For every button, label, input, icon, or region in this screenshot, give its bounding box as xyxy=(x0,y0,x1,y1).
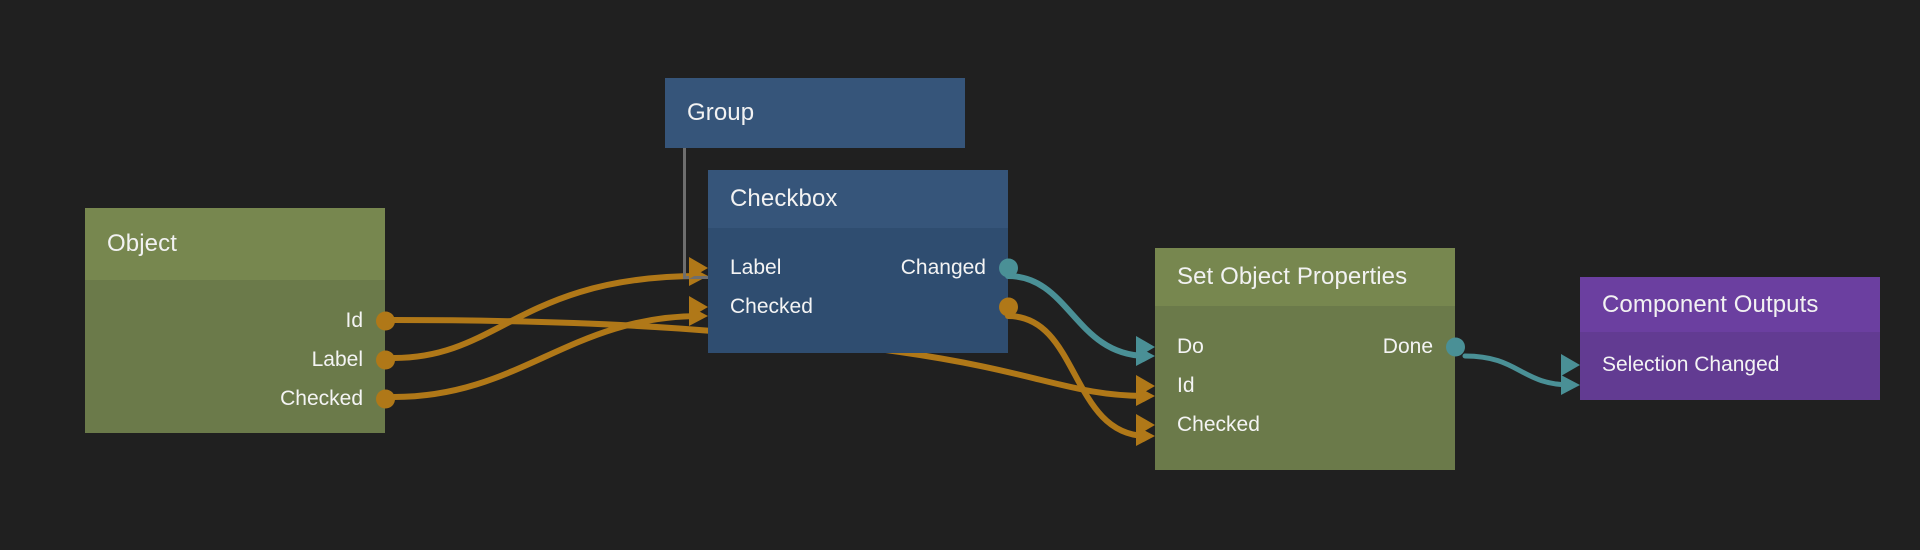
port-arrow-checkbox-checked[interactable] xyxy=(689,295,708,318)
wire-object-label-to-checkbox-label xyxy=(391,273,703,361)
port-sop-in-checked: Checked xyxy=(1177,412,1260,436)
port-sop-in-id-row[interactable]: Id xyxy=(1136,369,1455,402)
port-arrow-sop-checked[interactable] xyxy=(1136,413,1155,436)
port-arrow-selection-changed[interactable] xyxy=(1561,353,1580,376)
port-label: Checked xyxy=(280,386,363,410)
node-checkbox-header: Checkbox xyxy=(708,170,1008,228)
port-dot-checked[interactable] xyxy=(376,389,395,408)
port-component-outputs-selection-changed: Selection Changed xyxy=(1602,352,1780,376)
node-object-title: Object xyxy=(107,230,177,257)
node-set-object-properties-header: Set Object Properties xyxy=(1155,248,1455,306)
wire-checkbox-changed-to-sop-do xyxy=(1005,273,1150,359)
port-row-checkbox-label-changed: Label Changed xyxy=(689,251,1018,284)
wire-arrow-selection-changed xyxy=(1561,375,1580,395)
node-set-object-properties-body: Do Done Id Checked xyxy=(1136,306,1465,470)
node-checkbox-body: Label Changed Checked xyxy=(689,228,1018,353)
port-dot-label[interactable] xyxy=(376,350,395,369)
node-component-outputs-body: Selection Changed xyxy=(1561,332,1880,400)
port-sop-out-done[interactable]: Done xyxy=(1382,334,1433,358)
port-object-out-checked[interactable]: Checked xyxy=(85,382,395,415)
port-checkbox-out-changed[interactable]: Changed xyxy=(900,255,986,279)
port-row-sop-do-done: Do Done xyxy=(1136,330,1465,363)
node-object-body: Id Label Checked xyxy=(85,280,395,433)
port-arrow-sop-id[interactable] xyxy=(1136,374,1155,397)
port-checkbox-in-checked[interactable]: Checked xyxy=(730,294,813,318)
node-component-outputs-title: Component Outputs xyxy=(1602,290,1819,318)
node-checkbox[interactable]: Checkbox Label Changed Checked xyxy=(689,170,1018,353)
node-set-object-properties[interactable]: Set Object Properties Do Done Id Checked xyxy=(1136,248,1465,470)
node-object-header: Object xyxy=(85,208,385,280)
node-checkbox-title: Checkbox xyxy=(730,185,838,212)
node-object[interactable]: Object Id Label Checked xyxy=(85,208,395,433)
port-dot-checkbox-value[interactable] xyxy=(999,297,1018,316)
node-group[interactable]: Group xyxy=(665,78,965,148)
port-dot-sop-done[interactable] xyxy=(1446,337,1465,356)
port-component-outputs-in-row[interactable]: Selection Changed xyxy=(1561,348,1880,381)
port-dot-id[interactable] xyxy=(376,311,395,330)
port-checkbox-in-label[interactable]: Label xyxy=(730,255,782,279)
wire-sop-done-to-component-outputs xyxy=(1462,353,1575,388)
wire-checkbox-value-to-sop-checked xyxy=(1005,313,1150,439)
port-row-checkbox-checked-out: Checked xyxy=(689,290,1018,323)
port-label: Id xyxy=(345,308,363,332)
node-component-outputs[interactable]: Component Outputs Selection Changed xyxy=(1561,277,1880,400)
port-object-out-label[interactable]: Label xyxy=(85,343,395,376)
port-dot-checkbox-changed[interactable] xyxy=(999,258,1018,277)
node-component-outputs-header: Component Outputs xyxy=(1580,277,1880,332)
port-label: Label xyxy=(311,347,363,371)
node-group-header: Group xyxy=(665,78,965,148)
port-arrow-checkbox-label[interactable] xyxy=(689,256,708,279)
wire-object-checked-to-checkbox-checked xyxy=(391,313,703,400)
node-group-title: Group xyxy=(687,99,755,126)
port-object-out-id[interactable]: Id xyxy=(85,304,395,337)
port-arrow-sop-do[interactable] xyxy=(1136,335,1155,358)
port-sop-in-id: Id xyxy=(1177,373,1195,397)
port-sop-in-do[interactable]: Do xyxy=(1177,334,1204,358)
node-set-object-properties-title: Set Object Properties xyxy=(1177,263,1408,290)
port-sop-in-checked-row[interactable]: Checked xyxy=(1136,408,1455,441)
